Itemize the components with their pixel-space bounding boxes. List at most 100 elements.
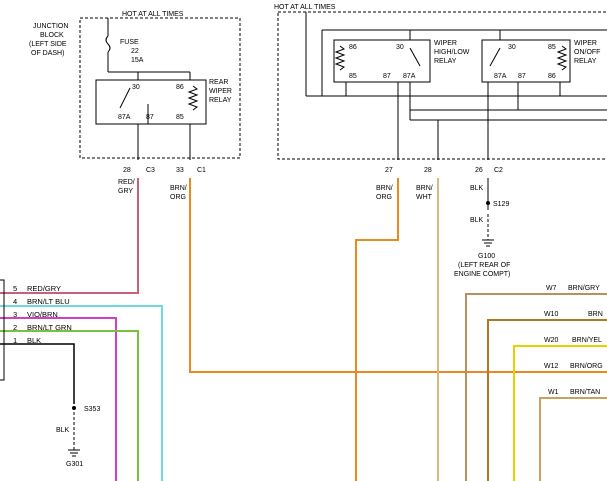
- right-wire-circuit-3: W20: [544, 337, 559, 344]
- left-row-wire-1: BLK: [27, 336, 41, 345]
- c2-26-wire: BLK: [470, 185, 484, 192]
- s129-blk-label: BLK: [470, 217, 484, 224]
- c2-pin-26: 26: [475, 167, 483, 174]
- left-row-wire-3: VIO/BRN: [27, 310, 58, 319]
- c3-name: C3: [146, 167, 155, 174]
- c1-wire-1: BRN/: [170, 185, 187, 192]
- fuse-rating: 15A: [131, 57, 144, 64]
- hl-relay-switch-arm: [409, 47, 421, 67]
- s129-splice-dot: [486, 201, 490, 205]
- fuse-label: FUSE: [120, 39, 139, 46]
- fuse-number: 22: [131, 48, 139, 55]
- c2-pin-27: 27: [385, 167, 393, 174]
- rear-relay-label-2: WIPER: [209, 88, 232, 95]
- hl-pin-86: 86: [349, 44, 357, 51]
- hl-pin-85: 85: [349, 73, 357, 80]
- g100-label-3: ENGINE COMPT): [454, 271, 510, 278]
- c3-wire-1: RED/: [118, 179, 135, 186]
- right-wire-name-3: BRN/YEL: [572, 337, 602, 344]
- hl-relay-coil: [334, 45, 346, 71]
- s129-label: S129: [493, 201, 509, 208]
- wire-brn-org-c1: [189, 178, 607, 373]
- relay-center-boundary: [277, 11, 607, 160]
- onoff-pin-86: 86: [548, 73, 556, 80]
- onoff-relay-coil: [556, 45, 568, 71]
- g100-label-1: G100: [478, 253, 495, 260]
- hl-pin-87: 87: [383, 73, 391, 80]
- rear-relay-pin-87: 87: [146, 114, 154, 121]
- c2-27-wire-2: ORG: [376, 194, 392, 201]
- wire-brn-org-c2: [355, 178, 399, 481]
- left-row-pin-2: 2: [13, 323, 17, 332]
- wire-brn-gry: [465, 293, 607, 481]
- right-wire-circuit-4: W12: [544, 363, 559, 370]
- rear-relay-coil: [187, 85, 199, 111]
- wiper-high-low-relay: [333, 39, 431, 83]
- rear-wiper-relay: [95, 79, 207, 125]
- left-row-wire-5: RED/GRY: [27, 284, 61, 293]
- left-row-pin-4: 4: [13, 297, 17, 306]
- rear-relay-switch-arm: [119, 87, 131, 109]
- rear-relay-label-3: RELAY: [209, 97, 232, 104]
- junction-block-label-4: OF DASH): [31, 50, 64, 57]
- right-wire-name-1: BRN/GRY: [568, 285, 600, 292]
- junction-block-label-3: (LEFT SIDE: [29, 41, 67, 48]
- junction-block-boundary: [79, 17, 241, 159]
- wire-brn-yel: [513, 345, 607, 481]
- wire-brn-tan: [539, 397, 607, 481]
- onoff-relay-label-1: WIPER: [574, 40, 597, 47]
- right-wire-name-2: BRN: [588, 311, 603, 318]
- c2-28-wire-1: BRN/: [416, 185, 433, 192]
- wire-brn: [487, 319, 607, 481]
- rear-relay-pin-30: 30: [132, 84, 140, 91]
- left-row-pin-3: 3: [13, 310, 17, 319]
- onoff-pin-85: 85: [548, 44, 556, 51]
- g301-label: G301: [66, 461, 83, 468]
- g100-label-2: (LEFT REAR OF: [458, 262, 510, 269]
- right-wire-name-5: BRN/TAN: [570, 389, 600, 396]
- c3-pin: 28: [123, 167, 131, 174]
- left-row-pin-1: 1: [13, 336, 17, 345]
- c2-pin-28: 28: [424, 167, 432, 174]
- onoff-relay-switch-arm: [489, 47, 501, 67]
- junction-block-label-1: JUNCTION: [33, 23, 68, 30]
- onoff-relay-label-3: RELAY: [574, 58, 597, 65]
- junction-block-label-2: BLOCK: [40, 32, 64, 39]
- wire-blk-left: [0, 343, 75, 404]
- onoff-pin-87: 87: [518, 73, 526, 80]
- left-row-wire-2: BRN/LT GRN: [27, 323, 72, 332]
- c2-name: C2: [494, 167, 503, 174]
- wire-red-gry: [0, 178, 139, 294]
- hot-at-all-times-left: HOT AT ALL TIMES: [122, 11, 184, 18]
- onoff-pin-30: 30: [508, 44, 516, 51]
- s353-label: S353: [84, 406, 100, 413]
- wire-brn-lt-grn: [0, 330, 139, 481]
- hl-relay-label-1: WIPER: [434, 40, 457, 47]
- wire-vio-brn: [0, 317, 117, 481]
- right-wire-circuit-2: W10: [544, 311, 559, 318]
- hl-relay-label-2: HIGH/LOW: [434, 49, 470, 56]
- fuse-symbol: [105, 35, 111, 53]
- hl-pin-87a: 87A: [403, 73, 416, 80]
- hl-relay-label-3: RELAY: [434, 58, 457, 65]
- hl-pin-30: 30: [396, 44, 404, 51]
- c2-27-wire-1: BRN/: [376, 185, 393, 192]
- c3-wire-2: GRY: [118, 188, 133, 195]
- right-wire-circuit-1: W7: [546, 285, 557, 292]
- rear-relay-pin-86: 86: [176, 84, 184, 91]
- s353-splice-dot: [72, 406, 76, 410]
- rear-relay-label-1: REAR: [209, 79, 228, 86]
- rear-relay-pin-85: 85: [176, 114, 184, 121]
- onoff-pin-87a: 87A: [494, 73, 507, 80]
- hot-at-all-times-right: HOT AT ALL TIMES: [274, 4, 336, 11]
- left-component-connector: [0, 279, 5, 381]
- right-wire-name-4: BRN/ORG: [570, 363, 603, 370]
- left-row-wire-4: BRN/LT BLU: [27, 297, 70, 306]
- c1-wire-2: ORG: [170, 194, 186, 201]
- wiper-on-off-relay: [481, 39, 571, 83]
- wire-brn-lt-blu: [0, 305, 163, 481]
- onoff-relay-label-2: ON/OFF: [574, 49, 600, 56]
- right-wire-circuit-5: W1: [548, 389, 559, 396]
- c2-28-wire-2: WHT: [416, 194, 433, 201]
